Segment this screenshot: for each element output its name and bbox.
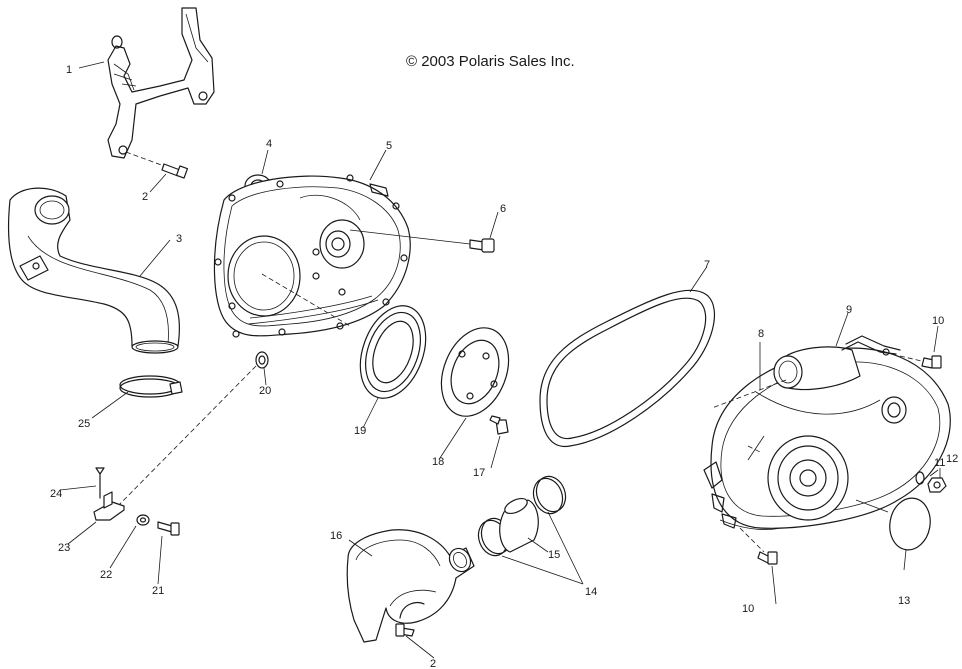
callout-21: 21 <box>152 585 164 597</box>
callout-10-upper: 10 <box>932 315 944 327</box>
part-12-nut <box>927 477 947 493</box>
part-20-washer <box>255 351 269 369</box>
callout-8: 8 <box>758 328 764 340</box>
part-14-clamp-right <box>532 475 567 515</box>
part-16-intake-boot <box>346 529 475 643</box>
part-10-bolt-upper <box>899 355 942 369</box>
part-2-bolt-lower <box>395 623 415 637</box>
callout-12: 12 <box>946 453 958 465</box>
callout-2-upper: 2 <box>142 191 148 203</box>
callout-23: 23 <box>58 542 70 554</box>
part-23-bracket <box>93 491 125 521</box>
callout-7: 7 <box>704 259 710 271</box>
part-3-intake-duct <box>7 187 180 354</box>
part-21-screw <box>157 521 180 536</box>
callout-4: 4 <box>266 138 272 150</box>
part-6-bolt <box>349 229 495 253</box>
callout-labels: 1 2 3 4 5 6 7 8 9 10 11 12 13 14 15 16 1… <box>50 64 958 669</box>
part-5-inner-cover <box>213 174 411 338</box>
part-24-screw <box>95 467 105 499</box>
part-1-bracket <box>107 7 215 159</box>
cover-alignment-line <box>711 379 787 409</box>
cap-alignment-line <box>855 499 889 513</box>
callout-10-lower: 10 <box>742 603 754 615</box>
part-17-bolt <box>489 415 509 435</box>
callout-24: 24 <box>50 488 62 500</box>
leader-lines <box>59 61 941 659</box>
part-11-o-ring <box>915 471 925 485</box>
callout-14: 14 <box>585 586 597 598</box>
callout-1: 1 <box>66 64 72 76</box>
callout-16: 16 <box>330 530 342 542</box>
callout-5: 5 <box>386 140 392 152</box>
part-22-washer <box>136 514 150 526</box>
part-25-clamp <box>119 375 183 398</box>
part-9-duct <box>773 335 901 391</box>
callout-15: 15 <box>548 549 560 561</box>
callout-19: 19 <box>354 425 366 437</box>
callout-13: 13 <box>898 595 910 607</box>
part-7-drive-belt <box>539 289 716 447</box>
copyright-text: © 2003 Polaris Sales Inc. <box>406 53 575 70</box>
callout-18: 18 <box>432 456 444 468</box>
callout-9: 9 <box>846 304 852 316</box>
callout-25: 25 <box>78 418 90 430</box>
callout-2-lower: 2 <box>430 658 436 669</box>
callout-17: 17 <box>473 467 485 479</box>
callout-11: 11 <box>934 457 945 469</box>
alignment-line <box>113 365 257 511</box>
callout-22: 22 <box>100 569 112 581</box>
part-15-coupler <box>499 497 539 553</box>
part-13-cap <box>889 497 931 551</box>
part-18-cover-plate <box>440 327 510 417</box>
part-8-outer-cover <box>703 347 951 530</box>
callout-20: 20 <box>259 385 271 397</box>
callout-6: 6 <box>500 203 506 215</box>
part-10-bolt-lower <box>739 527 778 565</box>
callout-3: 3 <box>176 233 182 245</box>
part-2-bolt-upper <box>125 151 189 179</box>
part-19-seal <box>359 305 427 399</box>
